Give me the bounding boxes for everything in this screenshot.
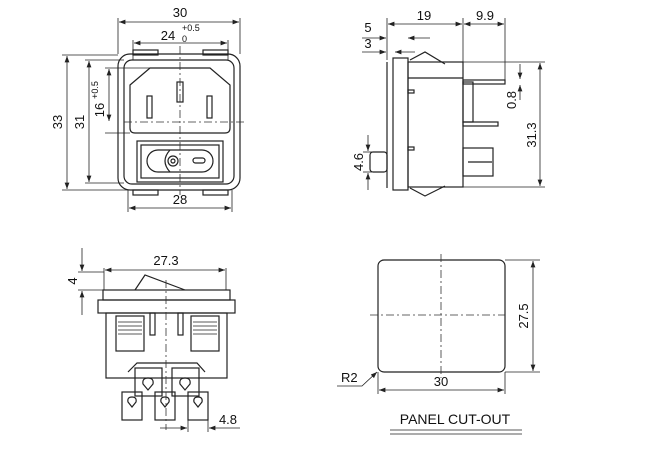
tol-plus: +0.5 xyxy=(182,23,200,33)
dim-5: 5 xyxy=(364,20,371,35)
bottom-view: 27.3 4 4.8 xyxy=(65,248,240,432)
dim-terminal-pitch: 4.8 xyxy=(219,412,237,427)
panel-cutout-title: PANEL CUT-OUT xyxy=(400,411,511,427)
panel-cutout: 27.5 30 R2 PANEL CUT-OUT xyxy=(337,254,540,435)
tol-minus: 0 xyxy=(182,34,187,44)
dim-08: 0.8 xyxy=(504,91,519,109)
side-view: 19 9.9 5 3 0.8 31.3 4.6 xyxy=(351,8,545,197)
dim-radius: R2 xyxy=(341,370,358,385)
dim-socket-height: 16 xyxy=(92,103,107,117)
dim-bottom-width: 28 xyxy=(173,192,187,207)
dim-button: 4.6 xyxy=(351,153,366,171)
dim-opening: 24 xyxy=(161,28,175,43)
dim-bottom-width: 27.3 xyxy=(153,253,178,268)
dim-inner-height: 31 xyxy=(72,115,87,129)
dim-cutout-width: 30 xyxy=(434,374,448,389)
tol-plus-vertical: +0.5 xyxy=(90,81,100,99)
dim-width: 30 xyxy=(173,5,187,20)
front-view: 30 24 +0.5 0 33 31 16 +0.5 28 xyxy=(50,5,246,212)
dim-height: 33 xyxy=(50,115,65,129)
dim-rocker-height: 4 xyxy=(65,277,80,284)
dim-cutout-height: 27.5 xyxy=(516,303,531,328)
dim-terminal-depth: 9.9 xyxy=(476,8,494,23)
dim-side-height: 31.3 xyxy=(524,122,539,147)
dim-3: 3 xyxy=(364,36,371,51)
dim-depth: 19 xyxy=(417,8,431,23)
